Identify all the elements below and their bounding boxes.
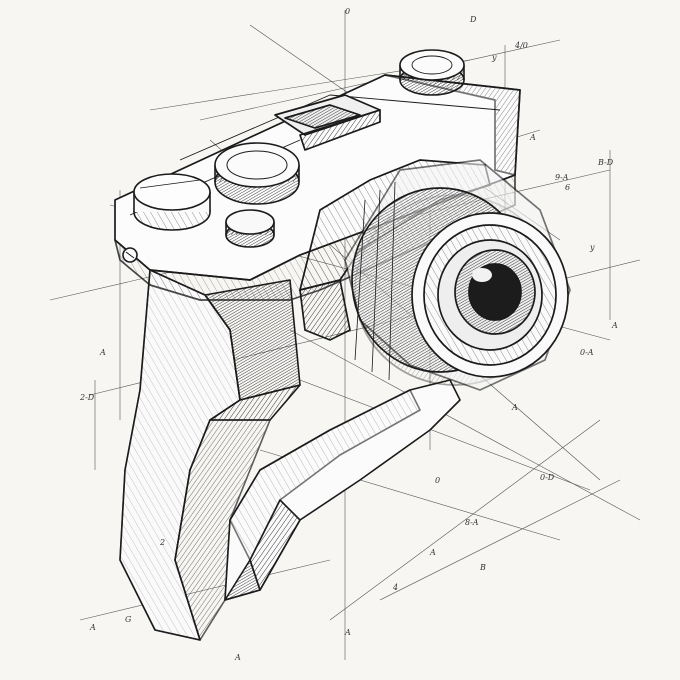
mode-dial [133, 173, 211, 231]
note-label: D [469, 15, 477, 24]
note-label: A [511, 403, 518, 412]
note-label: 0 [345, 7, 350, 16]
note-label: 0-A [580, 348, 594, 357]
note-label: 2-D [79, 393, 95, 402]
note-label: A [611, 321, 618, 330]
note-label: 4/0 [514, 41, 528, 50]
note-label: y [589, 243, 595, 252]
note-label: 2 [159, 538, 165, 547]
note-label: 0 [435, 476, 440, 485]
note-label: B-D [597, 158, 614, 167]
note-label: y [491, 53, 497, 62]
control-dials [122, 49, 465, 263]
exposure-dial [399, 49, 465, 96]
note-label: A [529, 133, 536, 142]
shutter-button [225, 209, 275, 248]
note-label: 4 [392, 583, 398, 592]
handle-grip [119, 269, 461, 641]
note-label: 8-A [465, 518, 479, 527]
note-label: B [479, 563, 486, 572]
note-label: A [344, 628, 351, 637]
note-label: 6 [565, 183, 570, 192]
shutter-dial [214, 142, 300, 205]
note-label: G [125, 615, 132, 624]
annotation-labels: 0 D 4/0 y A B-D 6 y A 0-A A 0-D 8-A B A … [79, 7, 618, 662]
note-label: A [99, 348, 106, 357]
note-label: A [429, 548, 436, 557]
note-label: 9-A [555, 173, 569, 182]
note-label: 0-D [540, 473, 555, 482]
note-label: A [234, 653, 241, 662]
note-label: A [89, 623, 96, 632]
camera-lens [298, 159, 571, 391]
